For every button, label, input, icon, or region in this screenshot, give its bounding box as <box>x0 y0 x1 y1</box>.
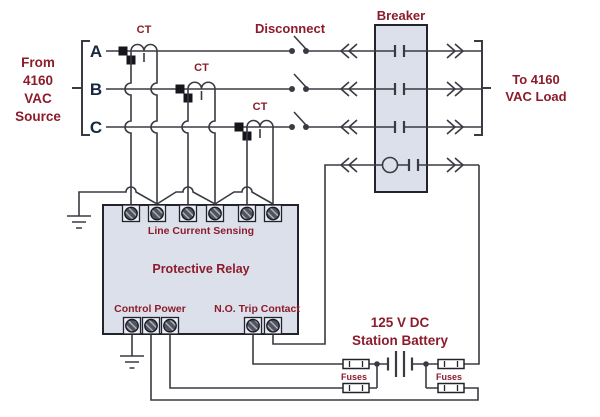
ct-terminal-1 <box>121 204 141 223</box>
breaker-box <box>374 24 428 193</box>
ct-b <box>175 81 216 103</box>
ct-a-label: CT <box>137 24 152 36</box>
junction-dot-positive <box>374 361 380 367</box>
ct-c <box>234 119 274 141</box>
breaker-contact-a <box>393 45 406 57</box>
phase-b-line <box>106 73 482 95</box>
trip-contact-terminal-2 <box>263 316 283 335</box>
disconnect-blade-b <box>293 73 307 88</box>
ct-terminal-5 <box>237 204 257 223</box>
trip-contact-to-coil-wire <box>272 164 382 345</box>
ct-secondary-wires <box>124 51 274 206</box>
source-bracket <box>72 40 90 136</box>
ct-terminal-6 <box>263 204 283 223</box>
load-label-line2: VAC Load <box>505 89 566 104</box>
relay-bottom-terminals <box>122 316 283 335</box>
load-label-line1: To 4160 <box>512 72 559 87</box>
ct-terminal-4 <box>205 204 225 223</box>
phase-c-label: C <box>90 118 102 137</box>
ct-c-polarity-mark <box>234 122 244 132</box>
breaker-contact-b <box>393 83 406 95</box>
trip-coil-circle <box>381 156 399 174</box>
phase-a-label: A <box>90 42 102 61</box>
trip-contact-label: N.O. Trip Contact <box>214 303 300 315</box>
ct-terminal-2 <box>147 204 167 223</box>
ct-a <box>118 43 158 65</box>
protective-relay-box <box>102 204 299 335</box>
control-power-label: Control Power <box>114 303 186 315</box>
control-power-terminal-2 <box>141 316 161 335</box>
station-battery-symbol <box>386 351 414 377</box>
fuse-top-left <box>342 358 370 370</box>
phase-c-line <box>106 111 482 133</box>
dc-control-wiring <box>150 156 480 401</box>
ct-b-label: CT <box>194 62 209 74</box>
source-label-line3: VAC <box>24 91 52 106</box>
source-label-line4: Source <box>15 109 61 124</box>
fuses-label-right: Fuses <box>436 372 462 382</box>
ct-c-label: CT <box>253 101 268 113</box>
disconnect-blade-a <box>293 35 307 50</box>
ct-ground-symbol <box>67 215 91 229</box>
fuses-label-left: Fuses <box>341 372 367 382</box>
battery-label-line1: 125 V DC <box>371 315 430 330</box>
control-power-positive-wire <box>169 334 378 389</box>
battery-label-line2: Station Battery <box>352 333 449 348</box>
breaker-auxiliary-contact <box>407 159 420 171</box>
protective-relay-label: Protective Relay <box>152 262 249 276</box>
disconnect-blade-c <box>293 111 307 126</box>
control-ground-symbol <box>120 334 144 369</box>
source-label-line2: 4160 <box>23 73 53 88</box>
source-label-line1: From <box>21 55 55 70</box>
drawout-contact-chevrons <box>339 43 465 173</box>
breaker-label: Breaker <box>377 8 425 23</box>
ct-terminal-3 <box>178 204 198 223</box>
disconnect-label: Disconnect <box>255 21 326 36</box>
breaker-contact-c <box>393 121 406 133</box>
fuse-top-right <box>437 358 465 370</box>
load-bracket <box>474 40 491 136</box>
control-power-terminal-3 <box>160 316 180 335</box>
ct-b-polarity-mark <box>175 84 185 94</box>
coil-return-wire <box>398 164 480 365</box>
phase-b-label: B <box>90 80 102 99</box>
fuse-bottom-left <box>342 382 370 394</box>
relay-ct-terminals <box>121 204 283 223</box>
line-current-sensing-label: Line Current Sensing <box>148 225 254 237</box>
phase-a-line <box>106 35 482 57</box>
ct-ground-bus <box>78 186 274 216</box>
trip-contact-terminal-1 <box>243 316 263 335</box>
fuse-bottom-right <box>437 382 465 394</box>
control-power-terminal-1 <box>122 316 142 335</box>
ct-a-polarity-mark <box>118 46 128 56</box>
control-power-negative-wire <box>150 334 479 401</box>
junction-dot-negative <box>423 361 429 367</box>
